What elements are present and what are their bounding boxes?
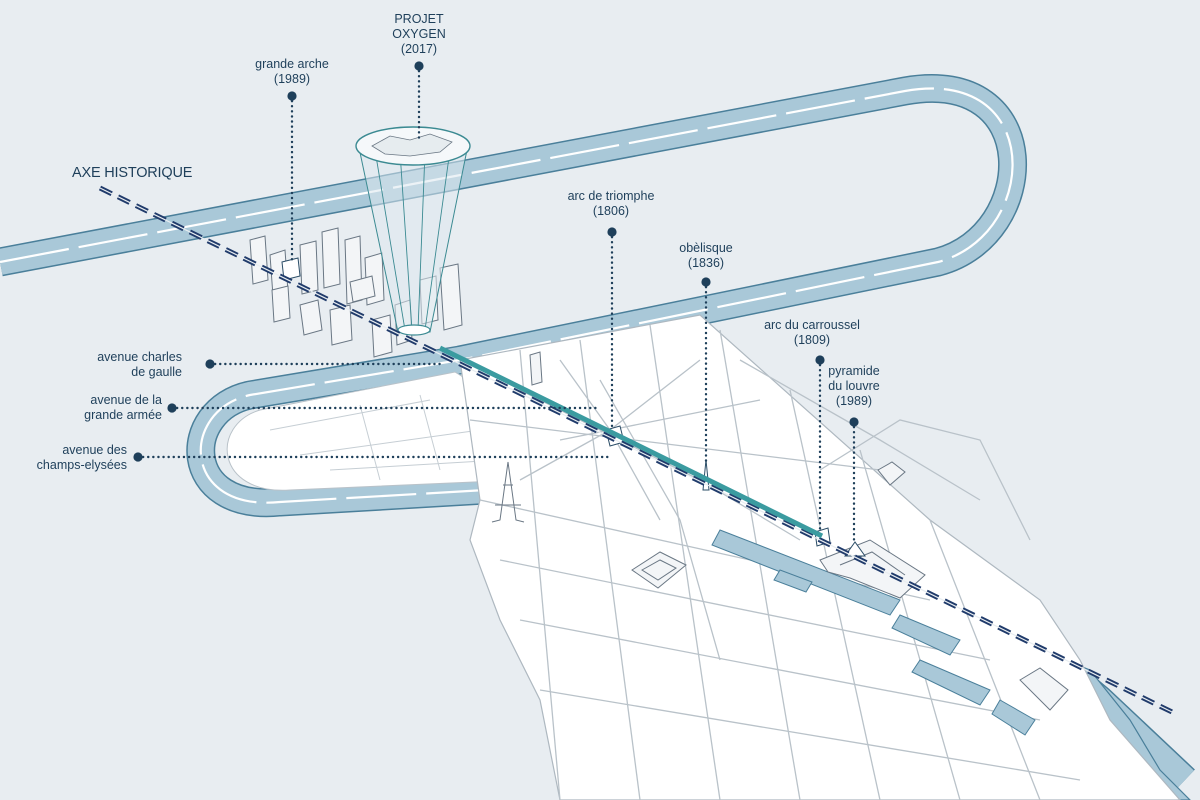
- eiffel-tower-icon: [491, 461, 525, 523]
- leader-obelisque-dot: [701, 277, 711, 287]
- oxygen-garden: [371, 133, 453, 157]
- label-line: pyramide: [828, 364, 880, 378]
- label-line: avenue charles: [97, 350, 182, 364]
- basin-1: [711, 529, 901, 616]
- basin-5: [773, 569, 813, 593]
- leader-avenue-cdg-dot: [205, 359, 215, 369]
- leader-pyramide-dot: [849, 417, 859, 427]
- leader-oxygen-dot: [414, 61, 424, 71]
- bois-ground: [226, 371, 521, 491]
- opera-building-icon: [877, 461, 906, 486]
- leader-avenue-grande-armee-dot: [167, 403, 177, 413]
- tower-single: [529, 351, 543, 386]
- street-grid: [469, 324, 1081, 800]
- invalides-building-icon: [631, 551, 687, 589]
- axe-historique: [98, 185, 1174, 715]
- avenue-highlight: [438, 345, 824, 539]
- label-line: grande arche: [255, 57, 329, 71]
- label-line: (1809): [793, 333, 831, 347]
- seine-city-basins: [711, 529, 1036, 736]
- leader-lines: [133, 61, 859, 542]
- notre-dame-icon: [1019, 667, 1069, 711]
- label-arc-de-triomphe: arc de triomphe(1806): [568, 189, 655, 219]
- label-line: arc de triomphe: [567, 189, 655, 203]
- pyramid-icon: [844, 541, 866, 557]
- label-line: champs-elysées: [36, 458, 127, 472]
- label-line: du louvre: [828, 379, 880, 393]
- label-line: (2017): [400, 42, 438, 56]
- oxygen-project-icon: [355, 126, 471, 336]
- label-line: grande armée: [84, 408, 162, 422]
- city-ground: [459, 314, 1181, 800]
- label-line: (1989): [273, 72, 311, 86]
- label-line: arc du carroussel: [764, 318, 860, 332]
- river-centerline: [0, 87, 1014, 504]
- label-grande-arche: grande arche(1989): [255, 57, 329, 87]
- bois-path: [269, 394, 501, 481]
- basin-2: [891, 614, 961, 656]
- label-line: avenue des: [62, 443, 127, 457]
- leader-arc-de-triomphe-dot: [607, 227, 617, 237]
- leader-grande-arche-dot: [287, 91, 297, 101]
- basin-4: [991, 699, 1036, 736]
- axis-dash-inner: [99, 187, 1173, 713]
- label-line: de gaulle: [131, 365, 182, 379]
- label-line: (1836): [687, 256, 725, 270]
- leader-avenue-champs-dot: [133, 452, 143, 462]
- label-line: PROJET: [394, 12, 444, 26]
- basin-3: [911, 659, 991, 706]
- label-line: avenue de la: [90, 393, 162, 407]
- paris-city-blocks: [459, 314, 1181, 800]
- axe-historique-title: AXE HISTORIQUE: [72, 165, 193, 181]
- label-line: obèlisque: [679, 241, 733, 255]
- oxygen-base: [397, 324, 431, 336]
- label-obelisque: obèlisque(1836): [679, 241, 733, 271]
- label-line: OXYGEN: [392, 27, 446, 41]
- oxygen-cone-rays: [374, 149, 451, 331]
- label-line: (1806): [592, 204, 630, 218]
- bois-area: [226, 371, 521, 491]
- label-arc-du-carroussel: arc du carroussel(1809): [764, 318, 860, 348]
- leader-arc-du-carroussel-dot: [815, 355, 825, 365]
- label-line: (1989): [835, 394, 873, 408]
